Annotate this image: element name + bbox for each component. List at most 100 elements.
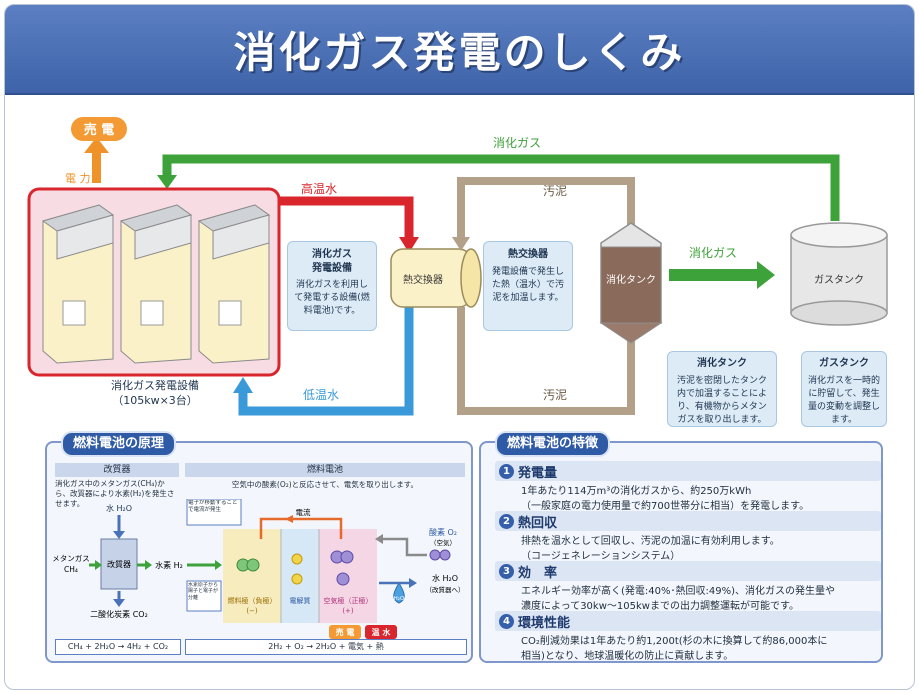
cathode-label: 空気極（正極） (324, 596, 373, 605)
methane-formula: CH₄ (64, 565, 78, 574)
note-proton: 水素原子から陽子と電子が分離 (188, 582, 219, 601)
reformer-equation: CH₄ + 2H₂O → 4H₂ + CO₂ (55, 639, 181, 655)
fuel-cell-equation: 2H₂ + O₂ → 2H₂O + 電気 + 熱 (185, 639, 467, 655)
hex-info-title: 熱交換器 (508, 249, 548, 260)
cold-water-arrowhead (233, 377, 253, 393)
electrolyte-label: 電解質 (290, 596, 311, 605)
gastank-info-title: ガスタンク (819, 358, 869, 369)
plant-info-title: 消化ガス 発電設備 (312, 249, 352, 274)
power-label: 電 力 (65, 172, 91, 185)
heat-exchanger-label: 熱交換器 (403, 273, 443, 286)
feature-text: 相当)となり、地球温暖化の防止に貢献します。 (521, 651, 734, 662)
anode-label: 燃料極（負極） (228, 596, 277, 605)
current-label: 電流 (296, 507, 311, 517)
co2-label: 二酸化炭素 CO₂ (90, 609, 148, 619)
fuel-cell-units (41, 204, 271, 364)
hot-water-pipe (279, 196, 414, 241)
heat-exchanger: 熱交換器 (390, 248, 482, 308)
sell-label: 売 電 (84, 122, 115, 138)
tank-info-text: 汚泥を密閉したタンク内で加温することにより、有機物からメタンガスを取り出します。 (676, 375, 767, 425)
feature-text: 1年あたり114万m³の消化ガスから、約250万kWh (521, 486, 752, 497)
hex-info-text: 発電設備で発生した熱（温水）で汚泥を加温します。 (491, 266, 564, 303)
tank-info-title: 消化タンク (697, 358, 747, 369)
page-title: 消化ガス発電のしくみ (233, 28, 686, 77)
digest-gas-top-label: 消化ガス (493, 136, 541, 150)
sludge-top-label: 汚泥 (543, 184, 567, 198)
gas-tank-label: ガスタンク (814, 274, 864, 286)
tank-info-box: 消化タンク 汚泥を密閉したタンク内で加温することにより、有機物からメタンガスを取… (667, 351, 777, 427)
feature-text: （一般家庭の電力使用量で約700世帯分に相当）を発電します。 (521, 501, 810, 512)
heat-badge (365, 625, 397, 639)
sludge-pipe-top (457, 177, 635, 247)
anode-sign: (−) (246, 607, 258, 615)
plant-name: 消化ガス発電設備 (111, 379, 199, 392)
feature-number: 3 (499, 563, 514, 579)
hot-water-label: 高温水 (301, 181, 337, 196)
digest-gas-mid-label: 消化ガス (689, 246, 737, 260)
feature-number: 4 (499, 613, 514, 629)
anode-region (223, 529, 281, 623)
digestion-tank-label: 消化タンク (606, 273, 656, 286)
reformer-head: 改質器 (55, 463, 179, 477)
feature-heading-text: 熱回収 (518, 515, 558, 531)
plant-spec: （105kw×3台） (112, 394, 198, 408)
digest-gas-mid-arrow (669, 261, 775, 289)
water-out-label2: （改質器へ） (426, 585, 465, 594)
reformer-label: 改質器 (107, 559, 131, 569)
digest-gas-arrowhead (157, 175, 177, 189)
gastank-info-text: 消化ガスを一時的に貯留して、発生量の変動を調整します。 (807, 375, 880, 425)
gastank-info-box: ガスタンク 消化ガスを一時的に貯留して、発生量の変動を調整します。 (801, 351, 887, 427)
principle-panel: 燃料電池の原理 改質器 燃料電池 消化ガス中のメタンガス(CH₄)から、改質器に… (45, 431, 473, 663)
cathode-sign: (+) (342, 607, 354, 615)
fuel-cell-unit-1 (41, 204, 115, 364)
cold-water-pipe (238, 307, 414, 416)
note-electron-box (186, 499, 242, 526)
plant-caption: 消化ガス発電設備 （105kw×3台） (35, 378, 275, 409)
feature-heading-text: 効 率 (518, 565, 558, 581)
title-bar: 消化ガス発電のしくみ (5, 5, 914, 95)
principle-diagram: 水 H₂O 改質器 メタンガス CH₄ 水素 H₂ 二酸化炭素 CO₂ 燃 (52, 499, 465, 639)
fuel-cell-desc: 空気中の酸素(O₂)と反応させて、電気を取り出します。 (231, 480, 419, 489)
feature-text: 排熱を温水として回収し、汚泥の加温に有効利用します。 (521, 536, 780, 547)
power-arrowhead (84, 137, 109, 153)
water-in-label: 水 H₂O (106, 503, 132, 513)
fuel-cell-unit-3 (197, 204, 271, 364)
oxygen-label: 酸素 O₂ (429, 527, 457, 537)
gas-tank: ガスタンク (790, 222, 888, 326)
water-drop-label: H₂O (394, 596, 405, 602)
feature-text: エネルギー効率が高く(発電:40%･熱回収:49%)、消化ガスの発生量や (521, 586, 835, 597)
sell-badge-small (329, 625, 361, 639)
sludge-pipe-bottom (457, 307, 635, 415)
features-title: 燃料電池の特徴 (495, 431, 611, 457)
note-electron: 電子が移動することで電流が発生 (188, 500, 238, 513)
sludge-bottom-label: 汚泥 (543, 388, 567, 402)
feature-text: （コージェネレーションシステム） (521, 551, 681, 562)
hydrogen-label: 水素 H₂ (155, 560, 183, 570)
water-drop-icon (393, 582, 405, 604)
feature-number: 1 (499, 463, 514, 479)
feature-number: 2 (499, 513, 514, 529)
figure-frame: 消化ガス発電のしくみ 消化ガス 電 力 売 電 (4, 4, 915, 690)
sell-badge (71, 117, 127, 141)
note-proton-box (186, 580, 222, 612)
reformer-box (100, 538, 138, 590)
sludge-arrowhead-top (452, 237, 470, 251)
feature-heading-text: 環境性能 (518, 615, 571, 631)
feature-heading-text: 発電量 (518, 465, 558, 481)
hot-water-arrowhead (399, 237, 419, 253)
power-line (92, 148, 101, 183)
fuel-cell-head: 燃料電池 (185, 463, 465, 477)
reformer-desc: 消化ガス中のメタンガス(CH₄)から、改質器により水素(H₂)を発生させます。 (55, 479, 175, 509)
heat-badge-label: 温 水 (372, 627, 392, 637)
process-diagram: 消化ガス 電 力 売 電 (27, 117, 888, 416)
water-out-label: 水 H₂O (432, 573, 458, 583)
hex-info-box: 熱交換器 発電設備で発生した熱（温水）で汚泥を加温します。 (483, 241, 573, 331)
